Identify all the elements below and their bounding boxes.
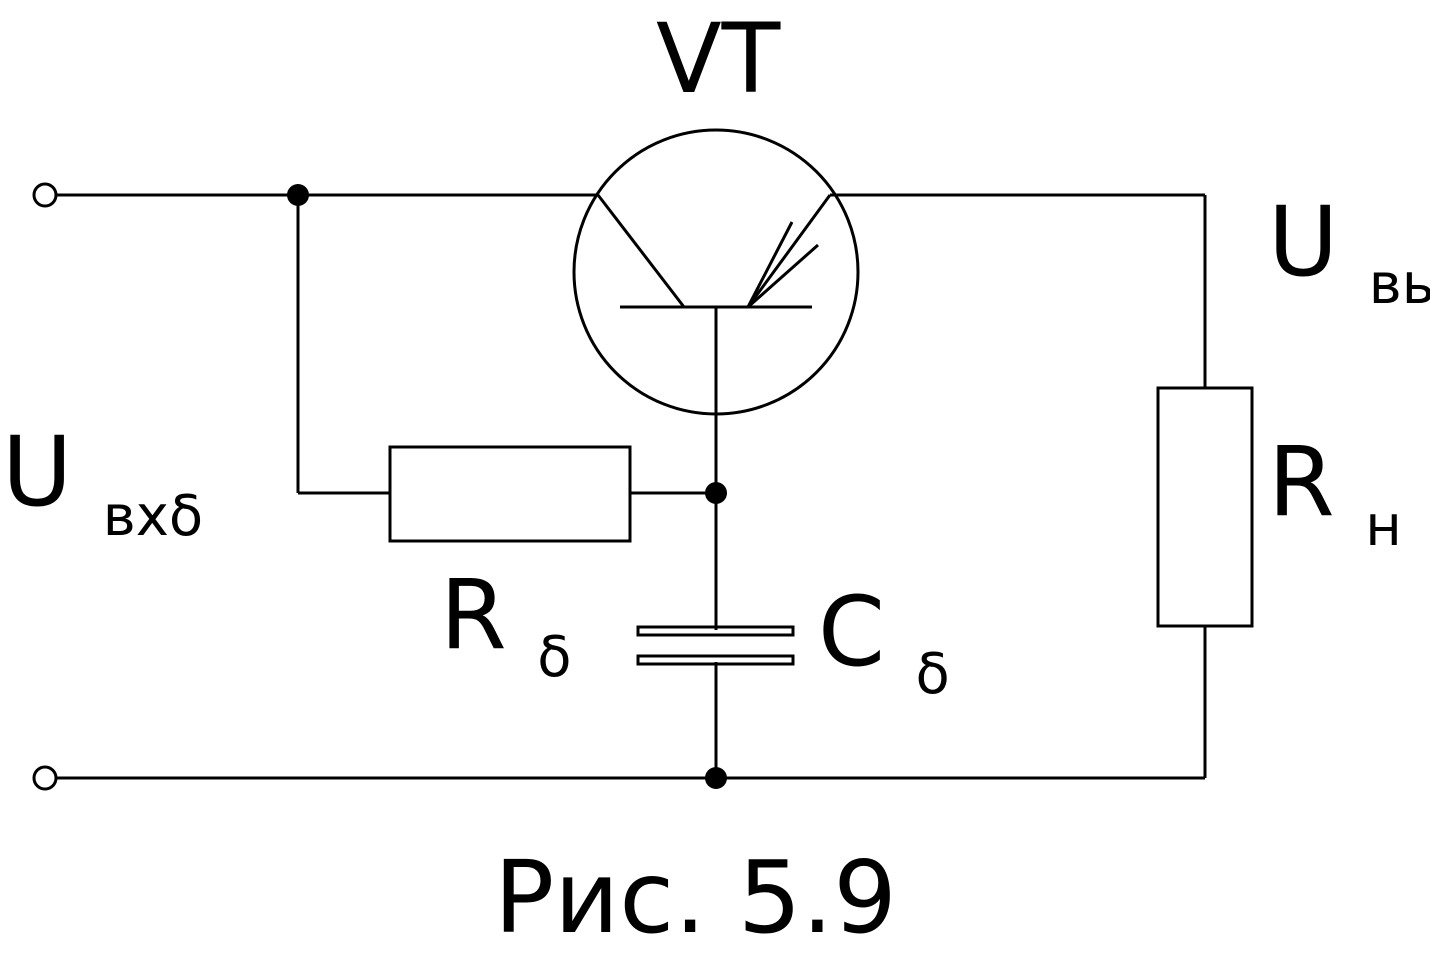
transistor-envelope	[572, 128, 860, 416]
output-voltage-label: U вых	[1268, 186, 1430, 317]
transistor-collector-lead	[596, 194, 686, 308]
output-voltage-subscript: вых	[1369, 252, 1430, 317]
base-capacitor-label: C δ	[818, 576, 950, 707]
junction-node-top-left	[287, 184, 309, 206]
transistor-emitter-lead	[746, 194, 832, 308]
load-resistor-subscript: н	[1365, 494, 1402, 559]
load-resistor-label: R н	[1268, 426, 1402, 559]
junction-node-ground	[705, 767, 727, 789]
base-resistor-body	[388, 445, 632, 543]
figure-caption: Рис. 5.9	[494, 839, 897, 956]
output-voltage-symbol: U	[1268, 186, 1338, 298]
capacitor-lower-plate	[636, 654, 795, 666]
transistor-vt	[572, 128, 860, 416]
base-capacitor-symbol: C	[818, 576, 885, 688]
base-capacitor	[636, 625, 795, 666]
junction-node-base	[705, 482, 727, 504]
input-voltage-subscript: вхδ	[103, 484, 203, 549]
transistor-label: VT	[656, 3, 781, 115]
wires	[45, 193, 1207, 780]
base-resistor-symbol: R	[440, 559, 507, 671]
input-voltage-label: U вхδ	[2, 416, 203, 549]
emitter-arrow-right-stroke	[747, 243, 819, 309]
input-terminal-top	[32, 182, 58, 208]
base-capacitor-subscript: δ	[916, 642, 950, 707]
base-resistor-subscript: δ	[537, 625, 571, 690]
load-resistor-symbol: R	[1268, 426, 1335, 538]
input-voltage-symbol: U	[2, 416, 72, 528]
load-resistor-body	[1156, 386, 1254, 628]
base-resistor-label: R δ	[440, 559, 571, 690]
input-terminal-bottom	[32, 765, 58, 791]
capacitor-upper-plate	[636, 625, 795, 637]
emitter-arrow-left-stroke	[746, 221, 794, 308]
